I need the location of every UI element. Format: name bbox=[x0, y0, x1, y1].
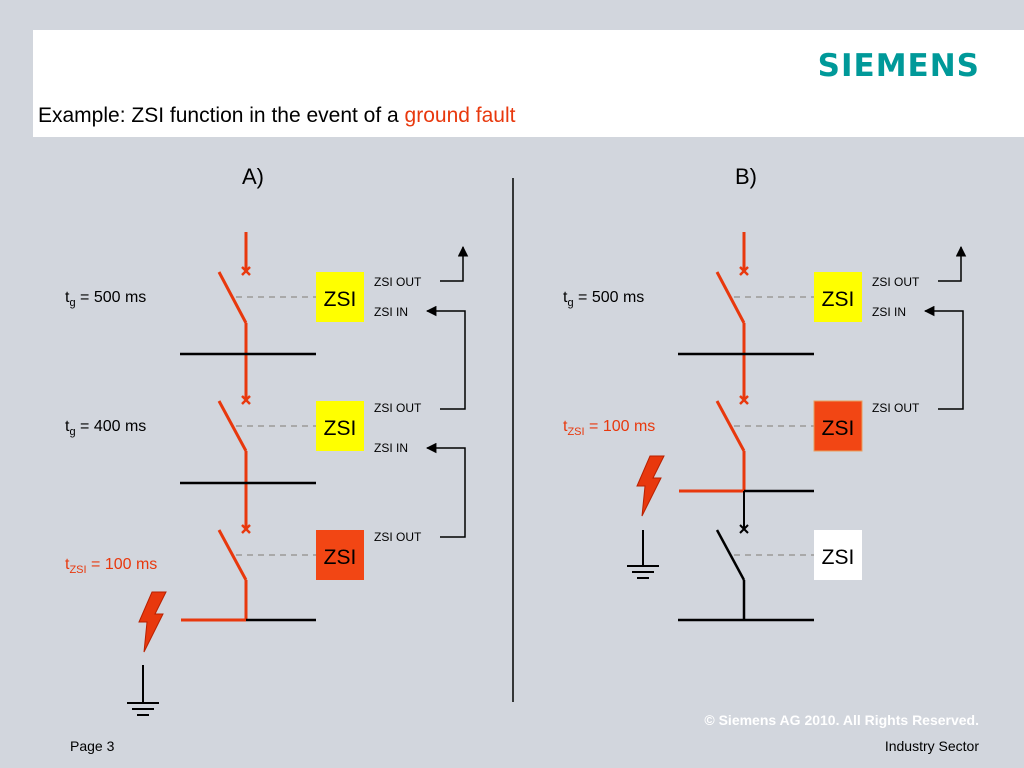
time-label-tg-400: tg = 400 ms bbox=[65, 418, 146, 438]
panel-b: ZSI ZSI ZSI ZSI OUT ZSI IN ZSI OUT tg = … bbox=[563, 232, 967, 622]
breaker-switch-b1 bbox=[715, 271, 746, 324]
zsi-out-label: ZSI OUT bbox=[374, 401, 422, 415]
time-label-tg-500: tg = 500 ms bbox=[65, 289, 146, 309]
time-label-tzsi-100: tZSI = 100 ms bbox=[563, 418, 655, 438]
zsi-box-label: ZSI bbox=[324, 417, 357, 440]
zsi-out-arrow bbox=[440, 245, 469, 282]
zsi-box-label: ZSI bbox=[822, 546, 855, 569]
zsi-in-label: ZSI IN bbox=[374, 305, 408, 319]
breaker-cross-icon bbox=[241, 395, 251, 405]
header-bar: SIEMENS Example: ZSI function in the eve… bbox=[33, 30, 1024, 137]
breaker-switch-a3 bbox=[217, 529, 248, 581]
zsi-box-yellow bbox=[316, 272, 364, 322]
breaker-switch-a2 bbox=[217, 400, 248, 452]
zsi-box-label: ZSI bbox=[822, 288, 855, 311]
panel-label-a: A) bbox=[242, 164, 264, 189]
zsi-out-label: ZSI OUT bbox=[374, 530, 422, 544]
zsi-out-label: ZSI OUT bbox=[872, 275, 920, 289]
zsi-in-label: ZSI IN bbox=[374, 441, 408, 455]
zsi-box-yellow bbox=[814, 272, 862, 322]
page-title: Example: ZSI function in the event of a … bbox=[38, 104, 515, 128]
panel-label-b: B) bbox=[735, 164, 757, 189]
zsi-box-label: ZSI bbox=[324, 288, 357, 311]
zsi-signal-arrow bbox=[425, 442, 466, 538]
ground-icon bbox=[627, 530, 659, 579]
zsi-in-label: ZSI IN bbox=[872, 305, 906, 319]
zsi-box-label: ZSI bbox=[324, 546, 357, 569]
copyright-notice: © Siemens AG 2010. All Rights Reserved. bbox=[704, 712, 979, 728]
breaker-cross-icon bbox=[739, 395, 749, 405]
page-number: Page 3 bbox=[70, 738, 115, 754]
breaker-switch-b2 bbox=[715, 400, 746, 452]
zsi-out-label: ZSI OUT bbox=[872, 401, 920, 415]
zsi-signal-arrow bbox=[923, 305, 964, 410]
breaker-cross-icon bbox=[739, 266, 749, 276]
title-highlight: ground fault bbox=[404, 104, 516, 127]
zsi-out-arrow bbox=[938, 245, 967, 282]
time-label-tg-500: tg = 500 ms bbox=[563, 289, 644, 309]
breaker-cross-icon bbox=[241, 266, 251, 276]
zsi-box-tripped bbox=[813, 400, 863, 452]
breaker-cross-icon bbox=[739, 524, 749, 534]
lightning-bolt-icon bbox=[636, 455, 665, 517]
sector-label: Industry Sector bbox=[884, 738, 979, 754]
zsi-box-yellow bbox=[316, 401, 364, 451]
lightning-bolt-icon bbox=[138, 591, 167, 653]
ground-icon bbox=[127, 665, 159, 716]
zsi-box-tripped bbox=[316, 530, 364, 580]
zsi-box-inactive bbox=[814, 530, 862, 580]
siemens-logo: SIEMENS bbox=[817, 48, 980, 84]
time-label-tzsi-100: tZSI = 100 ms bbox=[65, 556, 157, 576]
zsi-box-label: ZSI bbox=[822, 417, 855, 440]
breaker-switch-a1 bbox=[217, 271, 248, 324]
panel-a: ZSI ZSI ZSI ZSI OUT ZSI IN ZSI OUT ZSI I… bbox=[65, 232, 469, 716]
zsi-out-label: ZSI OUT bbox=[374, 275, 422, 289]
title-prefix: Example: ZSI function in the event of a bbox=[38, 104, 405, 127]
breaker-cross-icon bbox=[241, 524, 251, 534]
zsi-signal-arrow bbox=[425, 305, 466, 410]
breaker-switch-b3 bbox=[715, 529, 746, 581]
